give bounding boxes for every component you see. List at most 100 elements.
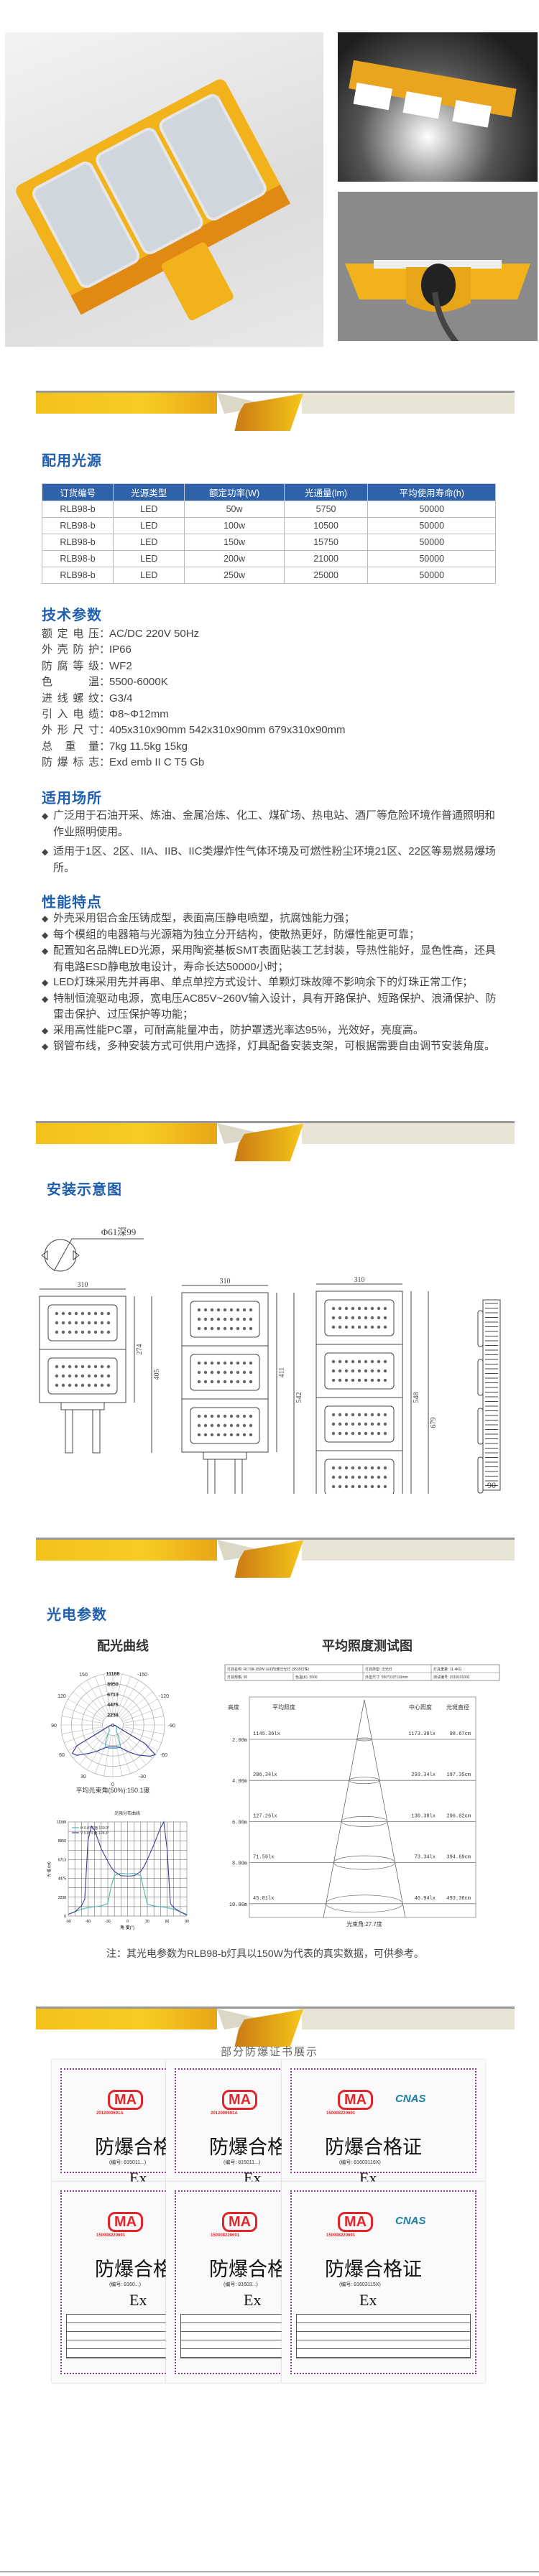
illum-header-diameter: 光斑直径: [446, 1703, 469, 1711]
feature-item: 配置知名品牌LED光源，采用陶瓷基板SMT表面贴装工艺封装，导热性能好，显色性高…: [42, 943, 503, 975]
polar-series-line: [104, 1724, 121, 1749]
param-row: 额定电压：AC/DC 220V 50Hz: [42, 626, 346, 642]
polar-tick-label: 4475: [107, 1703, 119, 1708]
spot-diameter: 98.67cm: [450, 1731, 471, 1737]
height-label: 6.00m: [232, 1820, 247, 1826]
certificate-image: MA2012000691A防爆合格证(编号: 815011...)Ex: [166, 2060, 282, 2182]
param-label: 色温: [42, 676, 99, 689]
polar-angle-label: -30: [139, 1775, 146, 1780]
avg-illuminance: 1145.36lx: [253, 1731, 280, 1737]
param-value: G3/4: [109, 692, 133, 705]
photometric-note: 注：其光电参数为RLB98-b灯具以150W为代表的真实数据，可供参考。: [106, 1948, 424, 1959]
avg-illuminance: 127.26lx: [253, 1813, 277, 1819]
polar-angle-label: 30: [80, 1775, 86, 1780]
beam-angle-label: 光束角:27.7度: [346, 1920, 382, 1928]
legend-label: V 0.0°平面 128.3°: [80, 1831, 109, 1836]
certificate-number: (编号: 81603115X): [339, 2282, 381, 2287]
polar-caption: 平均光束角(50%):150.1度: [75, 1786, 149, 1794]
param-row: 色温：5500-6000K: [42, 674, 346, 690]
x-axis-label: 角 度(°): [120, 1925, 134, 1930]
table-cell: 50000: [367, 567, 496, 584]
pipe-section-symbol: [44, 1239, 77, 1272]
param-value: 405x310x90mm 542x310x90mm 679x310x90mm: [109, 724, 346, 737]
param-row: 防腐等级：WF2: [42, 659, 346, 674]
x-tick-label: 60: [165, 1920, 170, 1924]
param-value: AC/DC 220V 50Hz: [109, 628, 200, 640]
param-value: 7kg 11.5kg 15kg: [109, 740, 188, 753]
certificate-border: [60, 2068, 166, 2173]
dimension-label: 542: [295, 1392, 303, 1403]
certificate-border: [290, 2190, 476, 2374]
param-value: WF2: [109, 659, 132, 672]
certificate-border: [60, 2190, 166, 2374]
certificate-title: 防爆合格证: [95, 2259, 166, 2280]
polar-angle-label: 120: [57, 1694, 66, 1699]
height-label: 10.00m: [229, 1902, 247, 1908]
dimension-label: 548: [413, 1392, 420, 1403]
param-colon: ：: [99, 676, 111, 689]
polar-angle-label: 150: [79, 1673, 88, 1678]
polar-angle-label: -60: [160, 1753, 167, 1758]
table-header-cell: 光源类型: [113, 483, 185, 501]
certificate-border: [175, 2068, 282, 2173]
dimension-label: 90: [487, 1480, 496, 1490]
avg-illuminance: 71.59lx: [253, 1855, 274, 1861]
test-info-field: 色温(K): 5500: [295, 1675, 318, 1680]
dimension-label: 411: [278, 1367, 286, 1378]
application-list: 广泛用于石油开采、炼油、金属冶炼、化工、煤矿场、热电站、酒厂等危险环境作普通照明…: [42, 808, 503, 880]
certificate-page: MA2012000691A防爆合格证(编号: 815011...)Ex: [52, 2060, 166, 2182]
table-cell: 5750: [283, 501, 369, 518]
certificate-title: 防爆合格证: [209, 2259, 282, 2280]
polar-tick-label: 11188: [106, 1672, 120, 1677]
certificate-table: [296, 2314, 471, 2358]
polar-tick-label: 6713: [107, 1693, 119, 1698]
param-colon: ：: [99, 643, 111, 656]
dimension-label: 274: [136, 1344, 144, 1355]
section-title-tech-params: 技术参数: [42, 608, 102, 623]
application-item: 适用于1区、2区、IIA、IIB、IIC类爆炸性气体环境及可燃性粉尘环境21区、…: [42, 844, 503, 875]
certificate-title: 防爆合格证: [95, 2136, 166, 2158]
param-value: 5500-6000K: [109, 676, 168, 689]
feature-item: 采用高性能PC罩，可耐高能量冲击，防护罩透光率达95%，光效好，亮度高。: [42, 1023, 503, 1039]
feature-item: 特制恒流驱动电源，宽电压AC85V~260V输入设计，具有开路保护、短路保护、浪…: [42, 991, 503, 1023]
table-header-cell: 额定功率(W): [184, 483, 285, 501]
avg-illuminance: 286.34lx: [253, 1772, 277, 1778]
table-cell: 100w: [184, 517, 285, 534]
table-cell: 150w: [184, 534, 285, 551]
table-cell: 15750: [283, 534, 369, 551]
certificate-page: MA150008220691防爆合格证(编号: 8160...)Ex王立峰: [52, 2182, 166, 2383]
certificate-table: [66, 2314, 166, 2358]
table-cell: 250w: [184, 567, 285, 584]
light-spot: [326, 1894, 403, 1913]
y-tick-label: 11188: [57, 1821, 66, 1825]
x-tick-label: 30: [145, 1920, 149, 1924]
dimension-label: 405: [153, 1370, 161, 1380]
section-title-features: 性能特点: [42, 895, 102, 911]
application-item: 广泛用于石油开采、炼油、金属冶炼、化工、煤矿场、热电站、酒厂等危险环境作普通照明…: [42, 808, 503, 840]
param-label: 总重量: [42, 740, 99, 753]
ma-number: 150008220691: [211, 2233, 240, 2238]
ex-mark: Ex: [244, 2291, 262, 2309]
param-colon: ：: [99, 740, 111, 753]
table-cell: 50w: [184, 501, 285, 518]
certificate-image: MA150008220691防爆合格证(编号: 81603...)Ex王立峰: [166, 2182, 282, 2383]
y-tick-label: 8950: [58, 1839, 66, 1843]
certificate-number: (编号: 8160...): [109, 2282, 141, 2287]
certificate-title: 防爆合格证: [325, 2136, 422, 2158]
light-spot: [333, 1855, 395, 1870]
test-info-field: 灯具名称: RLT98-150W LED防爆泛光灯 (3535灯珠): [227, 1667, 309, 1672]
center-illuminance: 1173.38lx: [408, 1731, 436, 1737]
table-cell: 21000: [283, 550, 369, 567]
cnas-logo: CNAS: [395, 2215, 426, 2227]
y-tick-label: 2238: [58, 1896, 66, 1900]
spot-diameter: 197.35cm: [446, 1772, 471, 1778]
test-info-field: 灯具重量: 11.4KG: [433, 1667, 461, 1672]
height-label: 8.00m: [232, 1861, 247, 1867]
param-label: 进线螺纹: [42, 692, 99, 705]
section-title-light-source: 配用光源: [42, 453, 102, 469]
certificate-title: 防爆合格证: [209, 2136, 282, 2158]
